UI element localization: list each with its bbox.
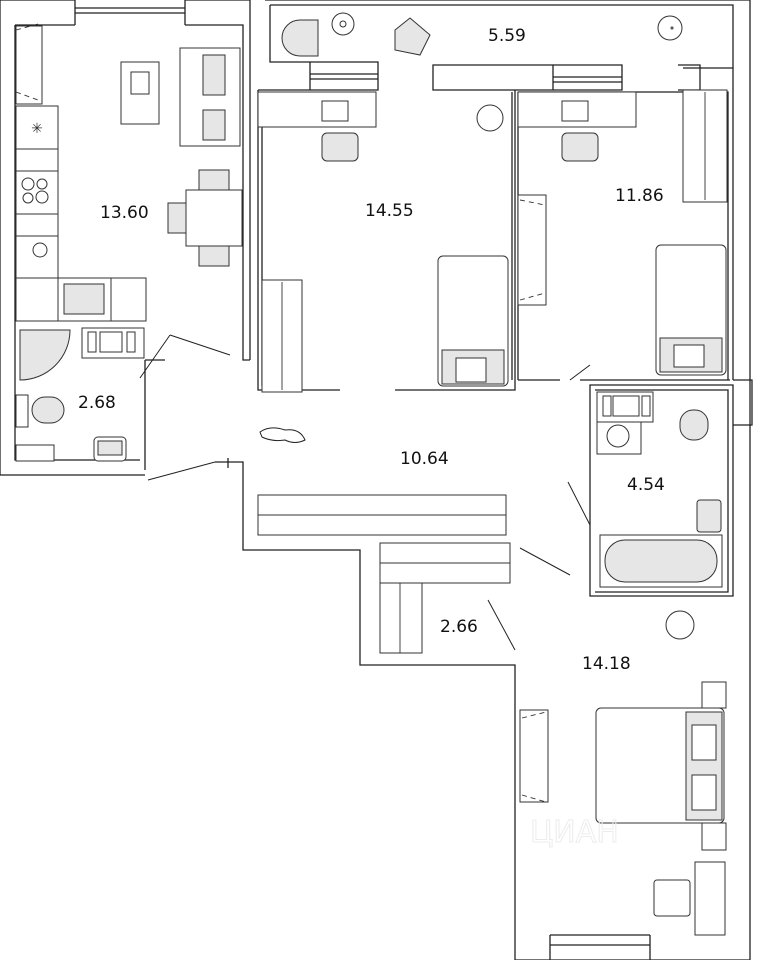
- area-label-hallway: 10.64: [400, 449, 449, 469]
- bedroom-3-furniture: [519, 610, 727, 936]
- area-label-bathroom-1: 2.68: [78, 393, 116, 413]
- area-label-storage: 2.66: [440, 617, 478, 637]
- area-label-loggia: 5.59: [488, 26, 526, 46]
- area-label-bedroom-2: 11.86: [615, 186, 664, 206]
- area-label-bedroom-1: 14.55: [365, 201, 414, 221]
- loggia-furniture: [281, 12, 683, 57]
- bedroom-2-furniture: [517, 26, 728, 376]
- kitchen-furniture: ✳: [15, 23, 243, 322]
- area-label-bathroom-2: 4.54: [627, 475, 665, 495]
- bathroom-1-fixtures: [15, 327, 145, 462]
- area-label-bedroom-3: 14.18: [582, 654, 631, 674]
- area-label-kitchen-living: 13.60: [100, 203, 149, 223]
- watermark: ЦИАН: [530, 815, 619, 850]
- svg-text:✳: ✳: [31, 120, 43, 136]
- hallway-furniture: [139, 334, 591, 654]
- bedroom-1-furniture: [257, 91, 509, 393]
- bathroom-2-fixtures: [596, 391, 723, 588]
